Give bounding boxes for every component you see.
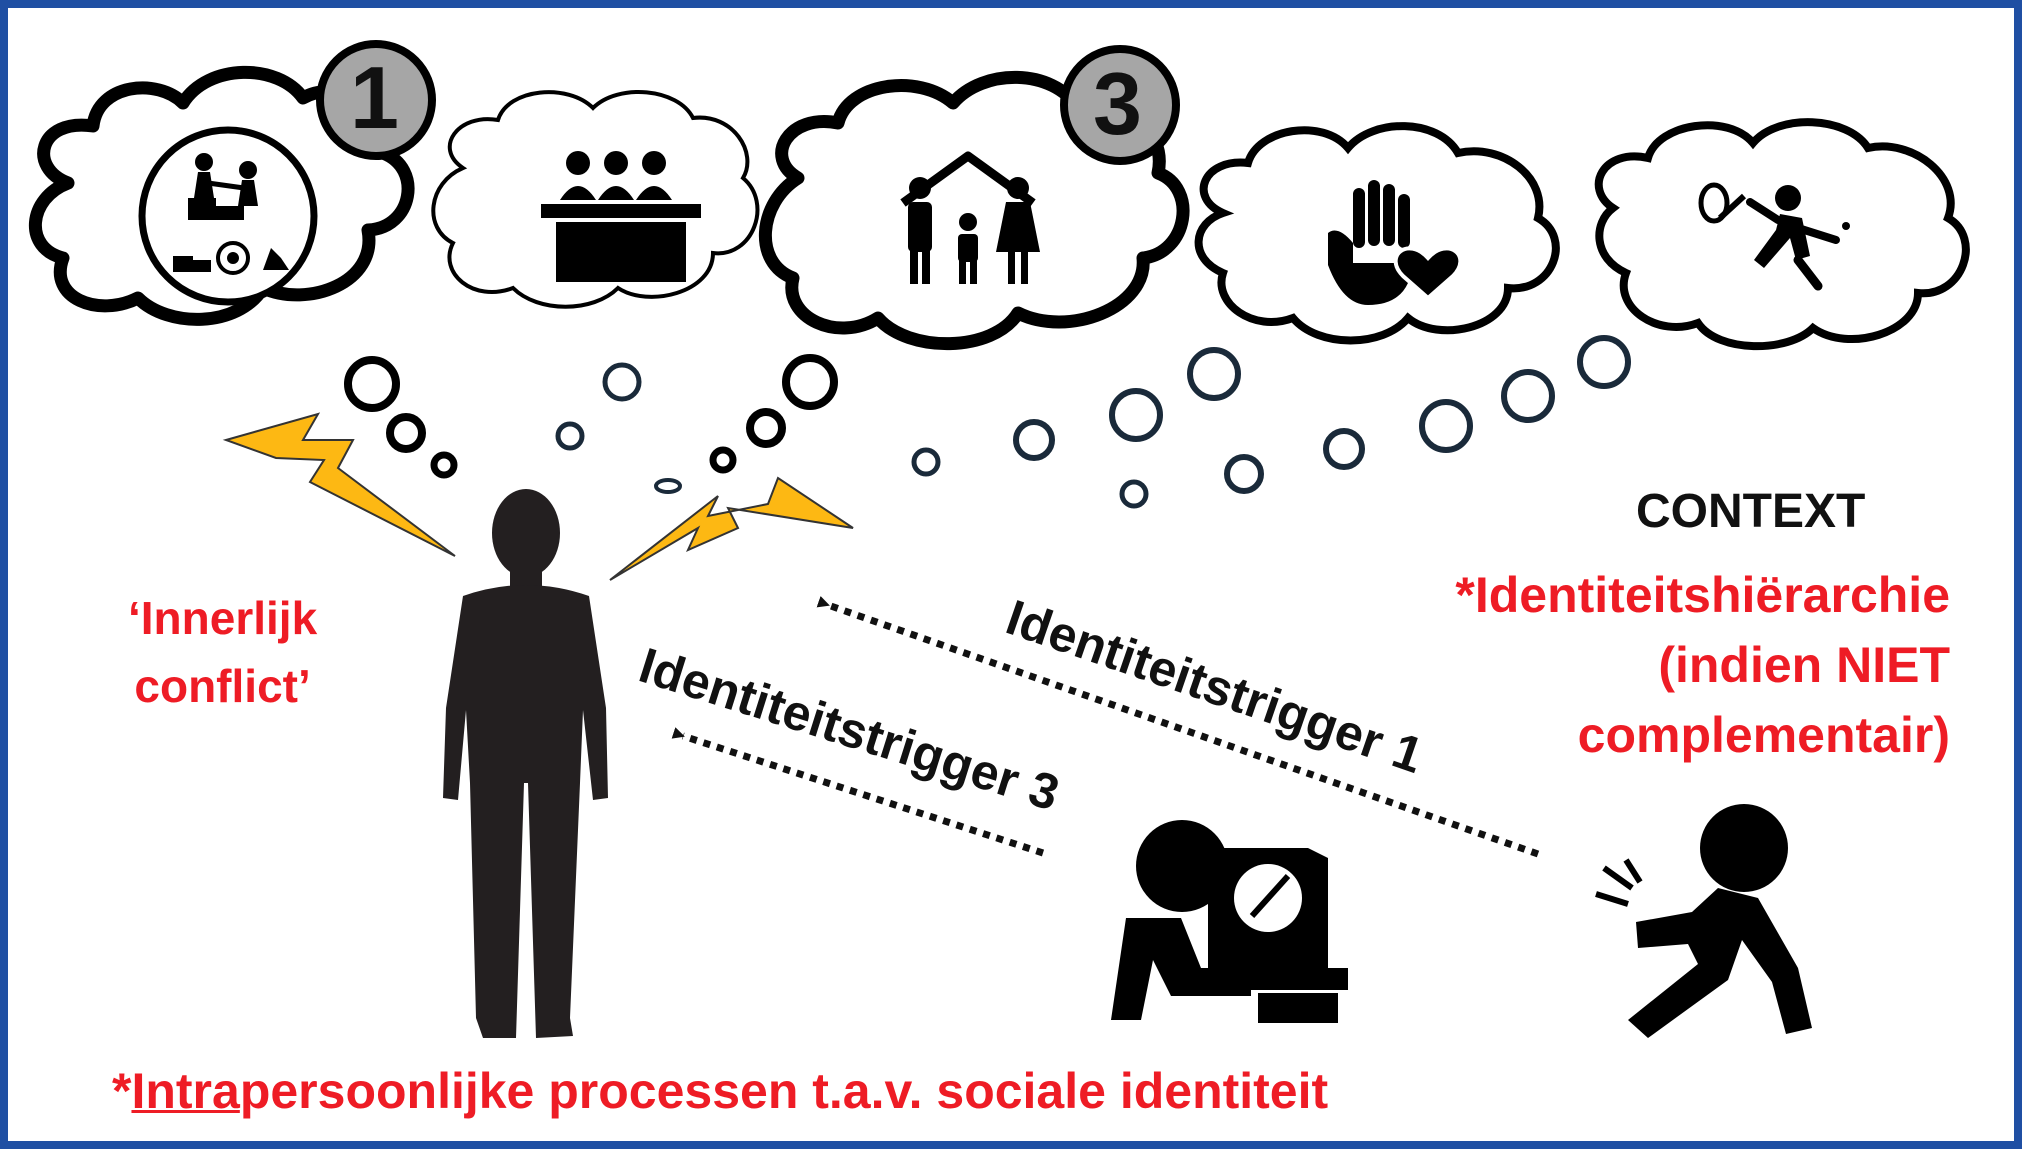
badge-3-label: 3 [1093, 54, 1142, 153]
diagram-graphics [29, 40, 1970, 1038]
intra-underlined: Intra [131, 1063, 240, 1119]
intrapersonal-processes-label: *Intrapersoonlijke processen t.a.v. soci… [112, 1062, 1328, 1120]
inner-conflict-line-2: conflict’ [134, 660, 311, 712]
work-teamwork-icon [138, 126, 318, 306]
inner-conflict-label: ‘Innerlijk conflict’ [128, 584, 317, 720]
standing-person-silhouette [443, 489, 608, 1038]
injured-knee-person-icon [1595, 804, 1812, 1038]
hierarchy-line-2: (indien NIET [1658, 637, 1950, 693]
hand-heart-volunteer-icon [1328, 180, 1463, 305]
intra-prefix: * [112, 1063, 132, 1119]
lightning-bolt-left [222, 412, 456, 557]
lightning-bolt-right [609, 476, 854, 581]
badge-1-label: 1 [350, 48, 399, 147]
tennis-player-icon [1698, 182, 1850, 291]
context-label: CONTEXT [1636, 485, 1866, 538]
person-at-laptop-icon [1111, 820, 1348, 1023]
inner-conflict-line-1: ‘Innerlijk [128, 592, 318, 644]
intra-rest: persoonlijke processen t.a.v. sociale id… [239, 1063, 1329, 1119]
badge-3 [1060, 45, 1180, 165]
thought-bubbles [344, 335, 1631, 509]
hierarchy-line-1: *Identiteitshiërarchie [1455, 567, 1950, 623]
hierarchy-line-3: complementair) [1577, 707, 1950, 763]
panel-committee-icon [541, 151, 701, 282]
badge-1 [316, 40, 436, 160]
family-home-icon [900, 151, 1040, 284]
diagram-canvas: 1 3 ‘Innerlijk conflict’ CONTEXT *Identi… [8, 8, 2014, 1141]
identity-hierarchy-label: *Identiteitshiërarchie (indien NIET comp… [1378, 560, 1950, 770]
